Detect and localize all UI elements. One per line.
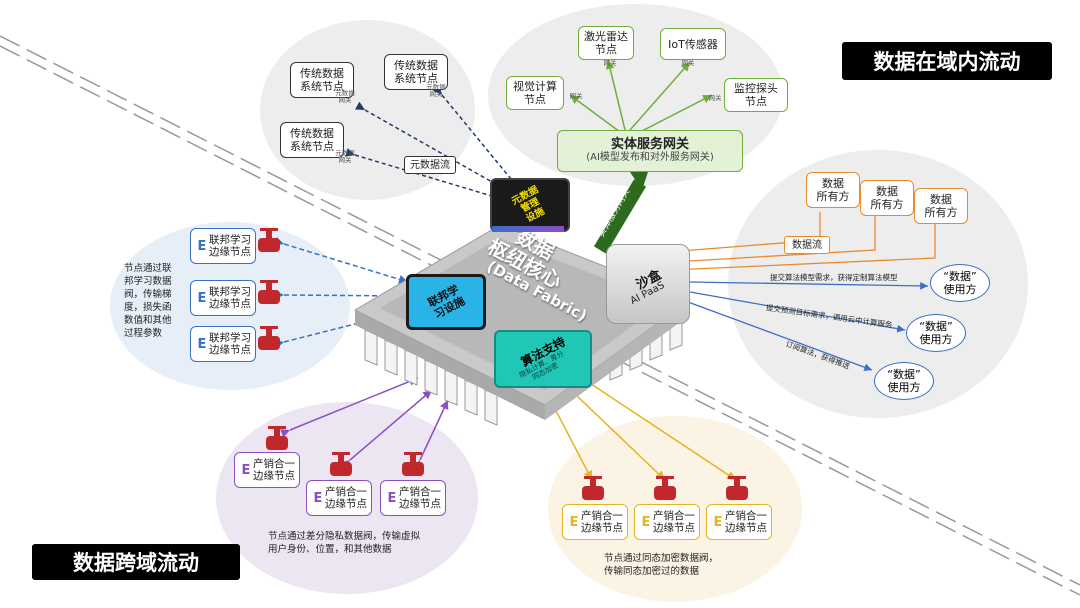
legacy-node[interactable]: 传统数据 系统节点 (290, 62, 354, 98)
edge-letter: E (197, 238, 207, 254)
edge-letter: E (241, 462, 251, 478)
federated-node-label: 联邦学习 边缘节点 (209, 332, 251, 356)
purple-node-label: 产销合一 边缘节点 (325, 486, 367, 510)
purple-node-label: 产销合一 边缘节点 (253, 458, 295, 482)
banner-cross-domain: 数据跨域流动 (32, 544, 240, 580)
banner-intra-domain: 数据在域内流动 (842, 42, 1052, 80)
edge-letter: E (197, 336, 207, 352)
legacy-gateway-tag: 元数据 网关 (335, 89, 355, 104)
camera-node[interactable]: 监控探头 节点 (724, 78, 788, 112)
entity-service-gateway[interactable]: 实体服务网关 (AI模型发布和对外服务网关) (557, 130, 743, 172)
federated-edge-node[interactable]: E 联邦学习 边缘节点 (190, 280, 256, 316)
federated-edge-node[interactable]: E 联邦学习 边缘节点 (190, 228, 256, 264)
iot-gateway-tag: 网关 (708, 94, 722, 102)
yellow-node-label: 产销合一 边缘节点 (725, 510, 767, 534)
data-owner-node[interactable]: 数据 所有方 (914, 188, 968, 224)
metadata-flow-label: 元数据流 (404, 156, 456, 174)
purple-edge-node[interactable]: E 产销合一 边缘节点 (380, 480, 446, 516)
federated-node-label: 联邦学习 边缘节点 (209, 234, 251, 258)
data-flow-label: 数据流 (784, 236, 830, 254)
yellow-note: 节点通过同态加密数据阀， 传输同态加密过的数据 (604, 553, 719, 577)
yellow-edge-node[interactable]: E 产销合一 边缘节点 (706, 504, 772, 540)
metadata-chip-base (492, 226, 564, 232)
iot-gateway-tag: 网关 (681, 59, 695, 67)
yellow-node-label: 产销合一 边缘节点 (581, 510, 623, 534)
metadata-management-chip[interactable]: 元数据 管理 设施 (490, 178, 570, 232)
data-user-node[interactable]: “数据” 使用方 (930, 264, 990, 302)
yellow-edge-node[interactable]: E 产销合一 边缘节点 (562, 504, 628, 540)
yellow-node-label: 产销合一 边缘节点 (653, 510, 695, 534)
edge-letter: E (713, 514, 723, 530)
purple-edge-node[interactable]: E 产销合一 边缘节点 (306, 480, 372, 516)
iot-gateway-tag: 网关 (569, 92, 583, 100)
iot-sensor-node[interactable]: IoT传感器 (660, 28, 726, 60)
data-user-node[interactable]: “数据” 使用方 (906, 314, 966, 352)
legacy-node[interactable]: 传统数据 系统节点 (280, 122, 344, 158)
federated-note: 节点通过联 邦学习数据 阀，传输梯 度，损失函 数值和其他 过程参数 (124, 263, 172, 339)
algorithm-support-chip[interactable]: 算法支持 隐私计算、差分 同态加密 (494, 330, 592, 388)
legacy-gateway-tag: 元数据 网关 (335, 149, 355, 164)
edge-letter: E (197, 290, 207, 306)
purple-edge-node[interactable]: E 产销合一 边缘节点 (234, 452, 300, 488)
edge-letter: E (641, 514, 651, 530)
purple-node-label: 产销合一 边缘节点 (399, 486, 441, 510)
purple-note: 节点通过差分隐私数据阀，传输虚拟 用户身份、位置，和其他数据 (268, 531, 421, 555)
data-owner-node[interactable]: 数据 所有方 (860, 180, 914, 216)
federated-learning-chip[interactable]: 联邦学 习设施 (406, 274, 486, 330)
valve-icon (258, 228, 748, 500)
edge-letter: E (387, 490, 397, 506)
federated-edge-node[interactable]: E 联邦学习 边缘节点 (190, 326, 256, 362)
data-user-node[interactable]: “数据” 使用方 (874, 362, 934, 400)
legacy-gateway-tag: 元数据 网关 (426, 83, 446, 98)
entity-gateway-title: 实体服务网关 (610, 137, 689, 152)
federated-node-label: 联邦学习 边缘节点 (209, 286, 251, 310)
entity-gateway-sub: (AI模型发布和对外服务网关) (586, 152, 714, 163)
iot-gateway-tag: 网关 (603, 59, 617, 67)
lidar-node[interactable]: 激光雷达 节点 (578, 26, 634, 60)
edge-letter: E (313, 490, 323, 506)
user-flow-label: 提交算法模型需求，获得定制算法模型 (770, 273, 898, 282)
data-owner-node[interactable]: 数据 所有方 (806, 172, 860, 208)
yellow-edge-node[interactable]: E 产销合一 边缘节点 (634, 504, 700, 540)
vision-node[interactable]: 视觉计算 节点 (506, 76, 564, 110)
sandbox-ai-paas[interactable]: 沙盒 AI PaaS (606, 244, 690, 324)
edge-letter: E (569, 514, 579, 530)
legacy-node[interactable]: 传统数据 系统节点 (384, 54, 448, 90)
